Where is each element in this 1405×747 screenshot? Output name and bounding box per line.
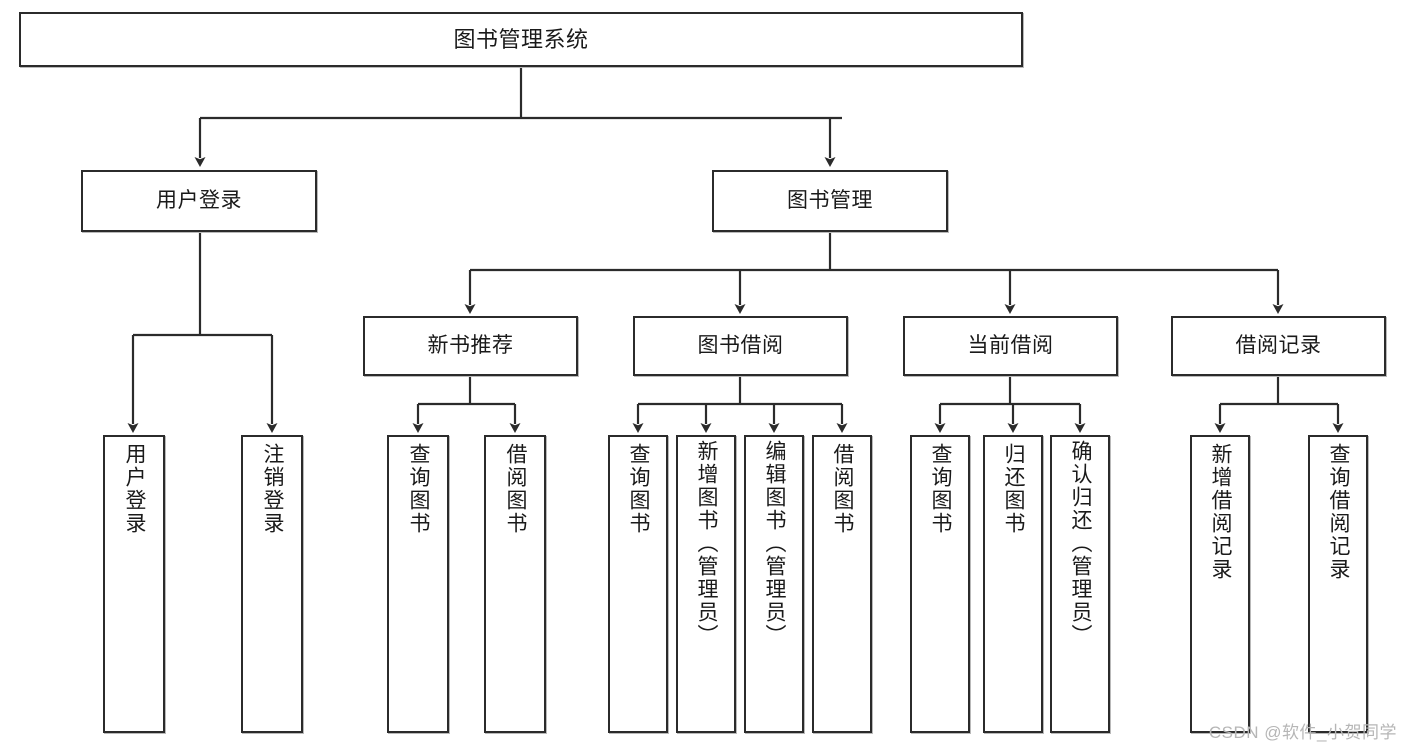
node-leaf-query-book-2[interactable]: 查询图书	[608, 435, 668, 733]
node-label: 当前借阅	[967, 333, 1054, 357]
node-label: 查询图书	[627, 443, 651, 535]
node-label: 确认归还（管理员）	[1069, 440, 1093, 647]
node-label: 图书管理系统	[453, 26, 589, 52]
watermark: CSDN @软件_小贺同学	[1208, 723, 1397, 742]
node-root-system[interactable]: 图书管理系统	[19, 12, 1023, 67]
node-label: 新增图书（管理员）	[695, 440, 719, 647]
node-borrow-record[interactable]: 借阅记录	[1171, 316, 1386, 376]
node-user-login[interactable]: 用户登录	[81, 170, 317, 232]
node-label: 编辑图书（管理员）	[763, 440, 787, 647]
node-leaf-return-book[interactable]: 归还图书	[983, 435, 1043, 733]
node-leaf-user-login[interactable]: 用户登录	[103, 435, 165, 733]
node-leaf-borrow-book-1[interactable]: 借阅图书	[484, 435, 546, 733]
node-leaf-confirm-return[interactable]: 确认归还（管理员）	[1050, 435, 1110, 733]
node-label: 查询图书	[929, 443, 953, 535]
node-leaf-add-book[interactable]: 新增图书（管理员）	[676, 435, 736, 733]
node-leaf-query-book-1[interactable]: 查询图书	[387, 435, 449, 733]
node-label: 图书借阅	[697, 333, 784, 357]
node-leaf-logout[interactable]: 注销登录	[241, 435, 303, 733]
node-label: 用户登录	[123, 443, 147, 535]
node-book-management[interactable]: 图书管理	[712, 170, 948, 232]
node-label: 用户登录	[156, 188, 242, 212]
node-label: 图书管理	[787, 188, 873, 212]
node-label: 新书推荐	[427, 333, 514, 357]
node-leaf-add-record[interactable]: 新增借阅记录	[1190, 435, 1250, 733]
node-label: 借阅记录	[1235, 333, 1322, 357]
node-label: 查询借阅记录	[1327, 443, 1351, 581]
node-label: 注销登录	[261, 443, 285, 535]
node-leaf-query-book-3[interactable]: 查询图书	[910, 435, 970, 733]
node-label: 查询图书	[407, 443, 431, 535]
node-label: 新增借阅记录	[1209, 443, 1233, 581]
node-new-book-recommend[interactable]: 新书推荐	[363, 316, 578, 376]
node-leaf-query-record[interactable]: 查询借阅记录	[1308, 435, 1368, 733]
node-current-borrow[interactable]: 当前借阅	[903, 316, 1118, 376]
node-label: 归还图书	[1002, 443, 1026, 535]
node-label: 借阅图书	[831, 443, 855, 535]
node-leaf-edit-book[interactable]: 编辑图书（管理员）	[744, 435, 804, 733]
node-leaf-borrow-book-2[interactable]: 借阅图书	[812, 435, 872, 733]
node-label: 借阅图书	[504, 443, 528, 535]
node-book-borrow[interactable]: 图书借阅	[633, 316, 848, 376]
